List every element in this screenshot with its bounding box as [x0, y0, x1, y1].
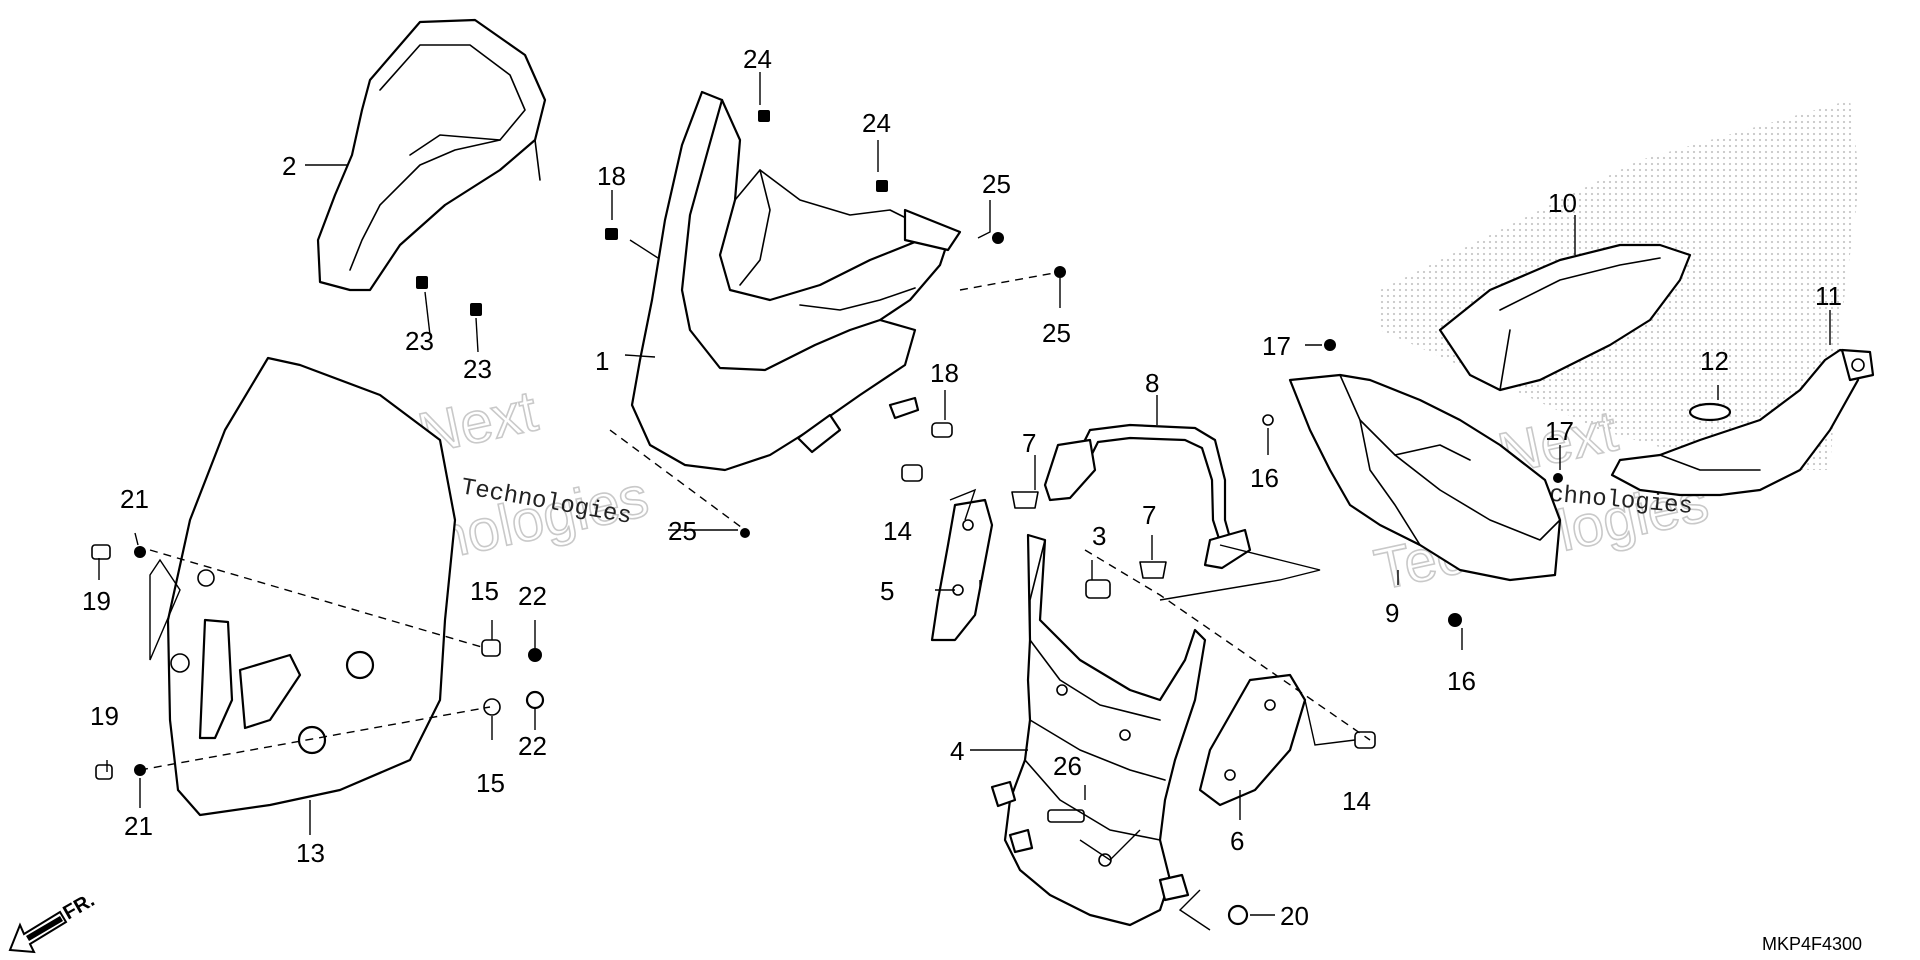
callout-15-a: 15: [470, 576, 499, 606]
callout-25-c: 25: [668, 516, 697, 546]
bolt-16-b: [1448, 613, 1462, 627]
callout-21-b: 21: [124, 811, 153, 841]
callout-20: 20: [1280, 901, 1309, 931]
callout-5: 5: [880, 576, 894, 606]
callout-19-b: 19: [90, 701, 119, 731]
part-12-grommet: [1688, 402, 1732, 422]
callout-22-b: 22: [518, 731, 547, 761]
callout-22-a: 22: [518, 581, 547, 611]
bolt-16-a: [1262, 414, 1274, 426]
callout-17-b: 17: [1545, 416, 1574, 446]
callout-7-a: 7: [1022, 428, 1036, 458]
part-4-stay: [990, 533, 1207, 927]
callout-4: 4: [950, 736, 964, 766]
part-11-inner-side: [1610, 348, 1875, 497]
callout-8: 8: [1145, 368, 1159, 398]
part-1-front-cowl: [630, 90, 962, 472]
diagram-code: MKP4F4300: [1762, 934, 1862, 954]
washer-21-a: [134, 546, 146, 558]
callout-14-a: 14: [883, 516, 912, 546]
callout-23-a: 23: [405, 326, 434, 356]
callout-26: 26: [1053, 751, 1082, 781]
bolt-25-c: [740, 528, 750, 538]
bolt-17-b: [1553, 473, 1563, 483]
callout-25-a: 25: [982, 169, 1011, 199]
grommet-7-b: [1139, 561, 1167, 579]
callout-15-b: 15: [476, 768, 505, 798]
nut-22-a: [528, 648, 542, 662]
front-direction-indicator: FR.: [8, 889, 98, 954]
collar-15-a: [481, 639, 501, 657]
bolt-23-b: [470, 303, 482, 316]
bolt-14-a: [901, 464, 923, 482]
callout-7-b: 7: [1142, 500, 1156, 530]
callout-17-a: 17: [1262, 331, 1291, 361]
callout-10: 10: [1548, 188, 1577, 218]
callout-13: 13: [296, 838, 325, 868]
nut-20: [1227, 904, 1249, 926]
bolt-25-a: [992, 232, 1004, 244]
mount-hole-a: [197, 569, 215, 587]
nut-22-b: [525, 690, 545, 710]
mount-hole-c: [345, 650, 375, 680]
callout-19-a: 19: [82, 586, 111, 616]
callout-18-b: 18: [930, 358, 959, 388]
bolt-23-a: [416, 276, 428, 289]
part-2-upper-cover: [316, 18, 547, 292]
collar-15-b: [483, 698, 501, 716]
bolt-19-a: [91, 544, 111, 560]
callout-labels: 1 2 3 4 5 6 7 7 8 9 10 11 12 13 14 14 15…: [82, 44, 1842, 931]
leader-lines: [98, 72, 1831, 931]
callout-16-a: 16: [1250, 463, 1279, 493]
assembly-lines: [139, 271, 1371, 771]
callout-12: 12: [1700, 346, 1729, 376]
bolt-18-a: [605, 228, 618, 240]
callout-11: 11: [1815, 281, 1842, 311]
callout-16-b: 16: [1447, 666, 1476, 696]
callout-2: 2: [282, 151, 296, 181]
part-9-inner-panel: [1288, 373, 1562, 582]
callout-18-a: 18: [597, 161, 626, 191]
bolt-18-b: [931, 422, 953, 438]
bolt-17-a: [1324, 339, 1336, 351]
grommet-7-a: [1011, 491, 1039, 509]
damper-3: [1085, 579, 1111, 599]
callout-1: 1: [595, 346, 609, 376]
bolt-19-b: [95, 764, 113, 780]
part-6-bracket: [1198, 673, 1307, 807]
screw-24-a: [758, 110, 770, 122]
part-10-inner-cover: [1438, 243, 1692, 392]
callout-24-a: 24: [743, 44, 772, 74]
callout-3: 3: [1092, 521, 1106, 551]
mount-hole-b: [170, 653, 190, 673]
callout-23-b: 23: [463, 354, 492, 384]
screw-24-b: [876, 180, 888, 192]
bolt-14-b: [1354, 731, 1376, 749]
callout-14-b: 14: [1342, 786, 1371, 816]
bolt-26: [1047, 809, 1085, 823]
mount-hole-d: [297, 725, 327, 755]
part-8-handle: [1043, 423, 1252, 570]
callout-25-b: 25: [1042, 318, 1071, 348]
callout-9: 9: [1385, 598, 1399, 628]
callout-21-a: 21: [120, 484, 149, 514]
callout-24-b: 24: [862, 108, 891, 138]
part-13-windscreen: [166, 356, 457, 817]
part-5-bracket: [930, 498, 994, 642]
callout-6: 6: [1230, 826, 1244, 856]
